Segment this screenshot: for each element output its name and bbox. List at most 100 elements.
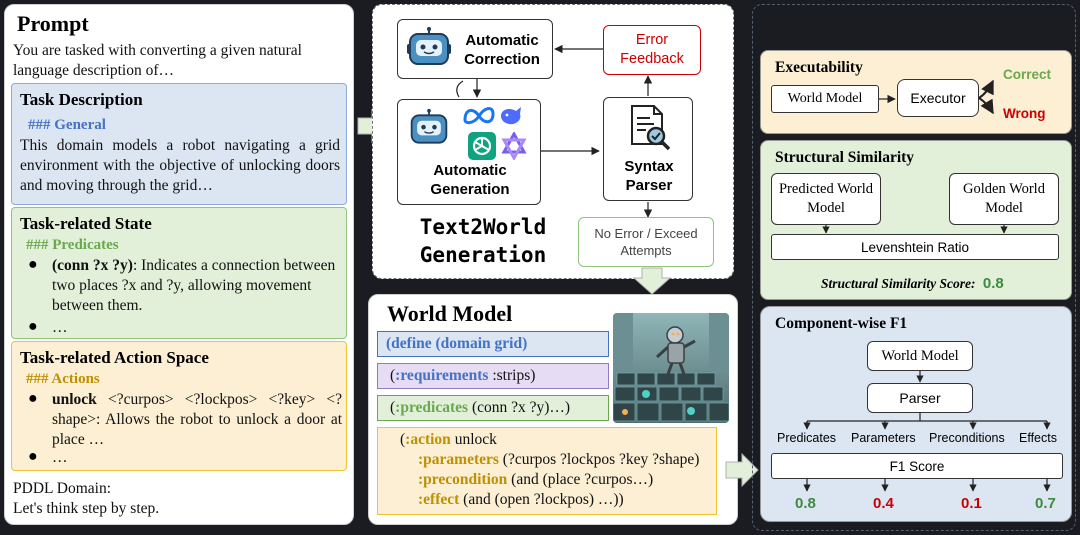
structural-arrows <box>822 225 1008 234</box>
executability-panel: Executability World Model Executor Corre… <box>760 50 1072 134</box>
error-feedback-label: Error Feedback <box>620 32 684 67</box>
score-preconditions: 0.1 <box>961 495 982 512</box>
task-action-text: <?curpos> <?lockpos> <?key> <?shape>: Al… <box>52 391 342 448</box>
levenshtein-ratio-label: Levenshtein Ratio <box>860 239 970 255</box>
structural-score-line: Structural Similarity Score: 0.8 <box>821 275 1004 292</box>
whale-icon <box>501 107 521 125</box>
predicates-open: ( <box>390 399 396 416</box>
task-state-box: Task-related State ### Predicates ● (con… <box>11 207 347 339</box>
component-arrows <box>803 371 1051 492</box>
precondition-rest: (and (place ?curpos…) <box>507 471 654 488</box>
task-state-item: (conn ?x ?y): Indicates a connection bet… <box>52 256 342 316</box>
parser-box: Parser <box>867 383 973 413</box>
effect-line: :effect (and (open ?lockpos) …)) <box>418 490 624 510</box>
task-action-subtitle: ### Actions <box>26 371 100 387</box>
parameters-line: :parameters (?curpos ?lockpos ?key ?shap… <box>418 450 699 470</box>
task-description-title: Task Description <box>20 90 143 109</box>
prompt-footer-line1: PDDL Domain: <box>13 480 112 497</box>
prompt-title: Prompt <box>17 11 89 36</box>
openai-icon <box>468 132 496 160</box>
star-icon <box>501 132 527 160</box>
task-action-item: unlock <?curpos> <?lockpos> <?key> <?sha… <box>52 390 342 450</box>
action-open: ( <box>400 431 406 448</box>
define-rest: (domain grid) <box>431 335 528 352</box>
task-action-title: Task-related Action Space <box>20 348 209 367</box>
requirements-line: (:requirements :strips) <box>377 363 609 389</box>
task-description-box: Task Description ### General This domain… <box>11 83 347 205</box>
score-predicates: 0.8 <box>795 495 816 512</box>
correct-label: Correct <box>1003 67 1052 82</box>
bullet-dot: ● <box>28 256 38 273</box>
task-action-term: unlock <box>52 391 97 408</box>
wrong-label: Wrong <box>1003 106 1046 121</box>
bullet-dot: ● <box>28 390 38 407</box>
bullet-dot: ● <box>28 318 38 335</box>
component-panel: Component-wise F1 World Model Parser Pre… <box>760 306 1072 522</box>
structural-score-value: 0.8 <box>982 275 1004 292</box>
task-state-text: : Indicates a connection between two pla… <box>52 257 336 314</box>
executability-arrows <box>879 79 994 115</box>
generation-panel: Automatic Correction Error Feedback <box>372 4 734 279</box>
define-line: (define (domain grid) <box>377 331 609 357</box>
label-predicates: Predicates <box>777 431 837 445</box>
evaluation-region <box>752 4 1076 531</box>
component-world-model-box: World Model <box>867 341 973 371</box>
task-state-term: (conn ?x ?y) <box>52 257 133 274</box>
bullet-dot: ● <box>28 448 38 465</box>
executability-world-model-label: World Model <box>787 91 863 106</box>
parameters-keyword: :parameters <box>418 451 499 468</box>
prompt-intro: You are tasked with converting a given n… <box>13 42 302 79</box>
predicates-line: (:predicates (conn ?x ?y)…) <box>377 395 609 421</box>
score-parameters: 0.4 <box>873 495 894 512</box>
no-error-box: No Error / Exceed Attempts <box>578 217 714 267</box>
label-preconditions: Preconditions <box>929 431 1005 445</box>
automatic-correction-label: Automatic Correction <box>464 32 540 68</box>
executability-title: Executability <box>775 59 863 76</box>
meta-icon <box>463 107 495 125</box>
task-description-subtitle: ### General <box>28 117 106 133</box>
task-description-text: This domain models a robot navigating a … <box>20 137 340 194</box>
levenshtein-ratio-box: Levenshtein Ratio <box>771 234 1059 260</box>
task-action-box: Task-related Action Space ### Actions ● … <box>11 341 347 471</box>
robot-scene-image <box>613 313 729 423</box>
generation-title: Text2World Generation <box>393 211 573 271</box>
golden-world-model-box: Golden World Model <box>949 173 1059 225</box>
structural-panel: Structural Similarity Predicted World Mo… <box>760 140 1072 300</box>
executability-world-model-box: World Model <box>771 85 879 113</box>
define-code: (define (domain grid) <box>386 334 527 354</box>
parameters-rest: (?curpos ?lockpos ?key ?shape) <box>498 451 700 468</box>
component-world-model-label: World Model <box>881 347 959 364</box>
predicted-label: Predicted World Model <box>778 181 873 216</box>
predicates-rest: (conn ?x ?y)…) <box>468 399 571 416</box>
precondition-keyword: :precondition <box>418 471 508 488</box>
generation-flow-lines <box>456 44 653 218</box>
requirements-open: ( <box>390 367 396 384</box>
task-action-ellipsis: … <box>52 449 68 466</box>
label-effects: Effects <box>1019 431 1057 445</box>
world-model-title: World Model <box>387 301 513 326</box>
task-state-ellipsis: … <box>52 319 68 336</box>
effect-keyword: :effect <box>418 491 460 508</box>
generation-title-line1: Text2World <box>419 215 547 239</box>
prompt-panel: Prompt You are tasked with converting a … <box>4 4 354 525</box>
parser-label: Parser <box>899 390 941 406</box>
syntax-parser-label: Syntax Parser <box>624 158 674 194</box>
predicted-world-model-box: Predicted World Model <box>771 173 881 225</box>
predicates-code: (:predicates (conn ?x ?y)…) <box>390 398 570 418</box>
precondition-line: :precondition (and (place ?curpos…) <box>418 470 653 490</box>
task-state-subtitle: ### Predicates <box>26 237 119 253</box>
action-rest: unlock <box>450 431 497 448</box>
requirements-keyword: :requirements <box>395 367 489 384</box>
automatic-correction-box: Automatic Correction <box>397 19 553 79</box>
score-effects: 0.7 <box>1035 495 1056 512</box>
robot-icon <box>407 27 451 65</box>
prompt-footer-line2: Let's think step by step. <box>13 500 160 517</box>
automatic-generation-label: Automatic Generation <box>430 162 510 198</box>
golden-label: Golden World Model <box>963 181 1045 216</box>
arrow-world-model-to-evaluation <box>725 452 759 488</box>
structural-title: Structural Similarity <box>775 149 915 166</box>
predicates-keyword: :predicates <box>395 399 469 416</box>
requirements-code: (:requirements :strips) <box>390 366 535 386</box>
robot-icon <box>410 108 448 144</box>
no-error-label: No Error / Exceed Attempts <box>594 226 698 258</box>
